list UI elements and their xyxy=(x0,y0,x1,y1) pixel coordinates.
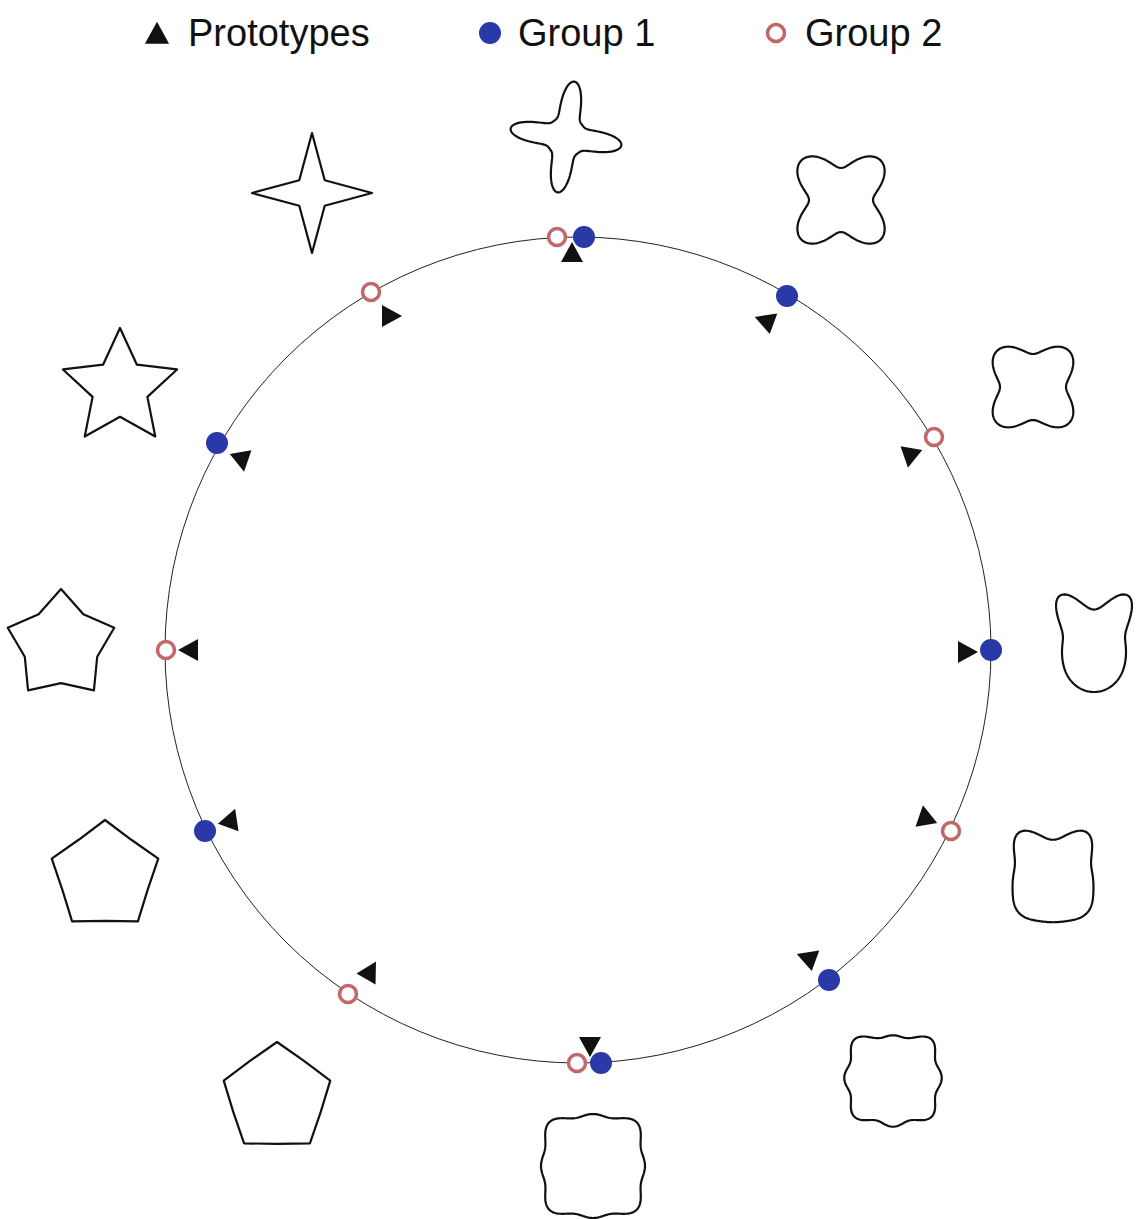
stimulus-shape xyxy=(63,328,177,437)
prototype-triangle xyxy=(901,446,923,468)
prototype-triangle xyxy=(382,305,402,327)
legend-label: Group 1 xyxy=(518,14,655,52)
stimulus-shape xyxy=(511,82,622,193)
group2-ring xyxy=(549,229,566,246)
stimulus-shape xyxy=(252,133,372,253)
group2-ring xyxy=(569,1055,586,1072)
group1-dot xyxy=(206,432,228,454)
legend-symbol xyxy=(145,22,169,44)
prototype-triangle xyxy=(356,962,376,985)
prototype-triangle xyxy=(916,805,938,827)
prototype-triangle xyxy=(561,242,583,262)
stimulus-shape xyxy=(1056,594,1132,692)
legend-symbol xyxy=(479,22,501,44)
prototype-triangle xyxy=(178,639,198,661)
prototype-triangle xyxy=(755,313,778,334)
group2-ring xyxy=(943,823,960,840)
stimulus-shape xyxy=(844,1035,942,1127)
group1-dot xyxy=(590,1052,612,1074)
legend-label: Group 2 xyxy=(805,14,942,52)
group1-dot xyxy=(194,820,216,842)
group2-ring xyxy=(768,25,785,42)
stimulus-shape xyxy=(8,589,115,690)
prototype-triangle xyxy=(230,450,252,472)
shape-circle xyxy=(165,237,991,1063)
group1-dot xyxy=(980,639,1002,661)
group1-dot xyxy=(573,226,595,248)
group2-ring xyxy=(158,642,175,659)
group2-ring xyxy=(926,429,943,446)
legend-symbol xyxy=(768,25,785,42)
stimulus-shape xyxy=(52,820,159,921)
stimulus-shape xyxy=(797,156,884,243)
prototype-triangle xyxy=(797,950,820,971)
stimulus-shape xyxy=(993,347,1074,428)
prototype-triangle xyxy=(958,641,978,663)
prototype-triangle xyxy=(218,809,239,832)
stimulus-shapes xyxy=(8,82,1132,1218)
group2-ring xyxy=(363,284,380,301)
group1-dot xyxy=(776,285,798,307)
group2-ring xyxy=(340,986,357,1003)
legend-triangle xyxy=(145,22,169,44)
group1-dot xyxy=(818,969,840,991)
group1-dot xyxy=(479,22,501,44)
markers xyxy=(158,226,1003,1074)
stimulus-shape xyxy=(224,1042,331,1144)
prototype-triangle xyxy=(579,1037,601,1057)
stimulus-shape xyxy=(541,1114,645,1218)
legend-label: Prototypes xyxy=(188,14,370,52)
stimulus-shape xyxy=(1013,831,1094,923)
